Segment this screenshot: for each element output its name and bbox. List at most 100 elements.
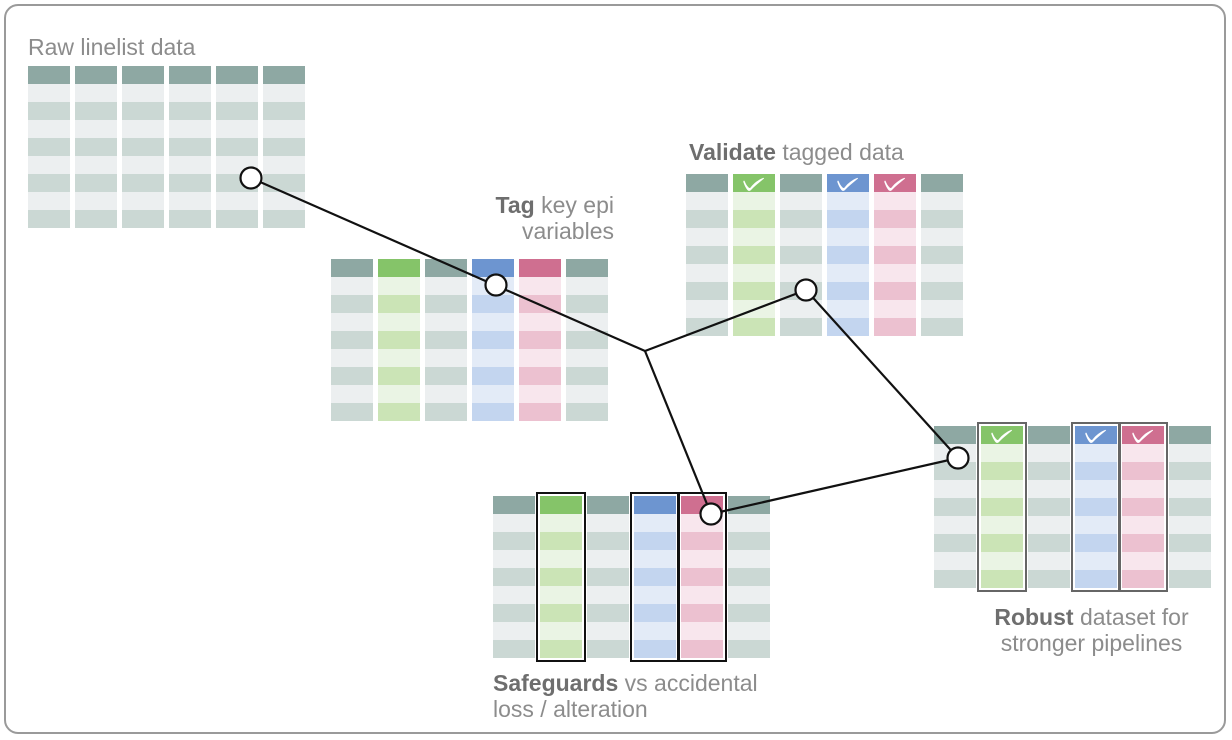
table-cell [472,331,514,349]
table-cell [169,192,211,210]
table-column-teal [331,259,373,421]
table-cell [934,570,976,588]
table-column-teal [425,259,467,421]
table-cell [28,174,70,192]
caption-bold-safeguards: Safeguards [493,670,619,696]
table-cell [122,174,164,192]
table-header-cell [472,259,514,277]
table-cell [122,156,164,174]
table-cell [733,282,775,300]
table-cell [686,282,728,300]
table-cell [472,295,514,313]
table-header-cell [28,66,70,84]
table-cell [331,403,373,421]
table-cell [1122,552,1164,570]
table-cell [169,210,211,228]
table-column-pink-outlined [1118,422,1168,592]
table-cell [827,300,869,318]
table-cell [263,192,305,210]
table-cell [934,462,976,480]
table-column-teal [216,66,258,228]
table-cell [1028,444,1070,462]
table-cell [1122,462,1164,480]
table-cell [519,295,561,313]
table-cell [1169,480,1211,498]
table-cell [681,604,723,622]
caption-text-tag: key epi variables [521,192,614,244]
table-cell [425,277,467,295]
table-cell [1028,570,1070,588]
table-cell [169,84,211,102]
table-column-green-outlined [977,422,1027,592]
table-cell [472,277,514,295]
table-column-teal [686,174,728,336]
table-cell [587,586,629,604]
table-cell [780,228,822,246]
table-cell [733,192,775,210]
table-cell [1075,516,1117,534]
table-header-cell [827,174,869,192]
table-cell [686,300,728,318]
table-cell [681,622,723,640]
table-cell [681,514,723,532]
table-cell [540,604,582,622]
table-cell [263,156,305,174]
table-header-cell [874,174,916,192]
table-cell [874,210,916,228]
table-cell [493,550,535,568]
table-cell [921,228,963,246]
caption-text-validate: tagged data [775,139,904,165]
table-cell [566,295,608,313]
table-column-teal [728,496,770,658]
table-cell [1028,516,1070,534]
table-cell [587,640,629,658]
table-header-cell [681,496,723,514]
table-cell [780,192,822,210]
table-cell [686,192,728,210]
table-cell [540,514,582,532]
table-cell [519,277,561,295]
table-cell [686,246,728,264]
table-cell [1028,534,1070,552]
table-cell [169,138,211,156]
table-cell [122,210,164,228]
table-cell [75,120,117,138]
table-cell [331,313,373,331]
table-header-cell [331,259,373,277]
table-cell [728,532,770,550]
table-robust [934,422,1211,592]
table-cell [1028,462,1070,480]
table-cell [733,300,775,318]
table-header-cell [1169,426,1211,444]
table-column-pink [874,174,916,336]
table-cell [1028,552,1070,570]
table-header-cell [216,66,258,84]
table-cell [728,622,770,640]
table-cell [874,264,916,282]
table-cell [981,552,1023,570]
table-cell [425,403,467,421]
table-cell [169,102,211,120]
table-cell [263,120,305,138]
table-cell [728,568,770,586]
table-cell [934,498,976,516]
table-cell [263,210,305,228]
table-cell [519,331,561,349]
table-column-green [733,174,775,336]
table-cell [587,568,629,586]
table-cell [28,84,70,102]
table-cell [728,514,770,532]
table-cell [634,586,676,604]
table-header-cell [634,496,676,514]
table-cell [75,192,117,210]
table-header-cell [780,174,822,192]
table-cell [728,640,770,658]
checkmark-icon [874,174,916,192]
table-cell [934,516,976,534]
table-cell [587,514,629,532]
table-cell [28,138,70,156]
table-cell [1075,444,1117,462]
caption-tag: Tag key epi variables [336,192,614,244]
table-cell [681,568,723,586]
